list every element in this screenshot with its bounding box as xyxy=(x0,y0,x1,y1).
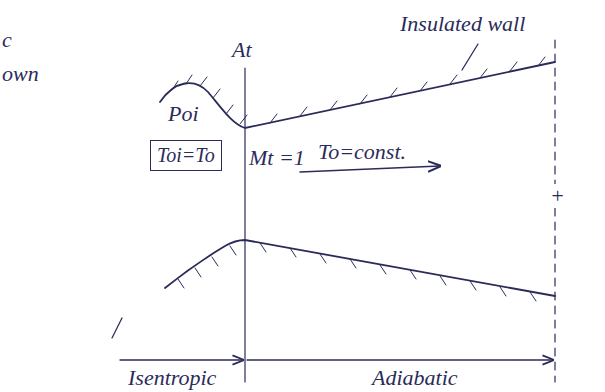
exit-mark: + xyxy=(548,184,567,208)
boxed-condition: Toi=To xyxy=(150,140,222,171)
node-text: Toi=To xyxy=(157,144,215,166)
throat-area-label: At xyxy=(232,38,252,62)
fragment-text: c xyxy=(2,28,12,52)
region-label: Isentropic xyxy=(128,366,216,390)
stagnation-temperature-label: To=const. xyxy=(318,140,406,164)
region-label: Adiabatic xyxy=(372,366,458,390)
fragment-text: own xyxy=(2,62,39,86)
throat-mach-label: Mt =1 xyxy=(249,146,305,170)
wall-label: Insulated wall xyxy=(400,12,525,36)
stagnation-pressure-label: Poi xyxy=(168,102,199,126)
